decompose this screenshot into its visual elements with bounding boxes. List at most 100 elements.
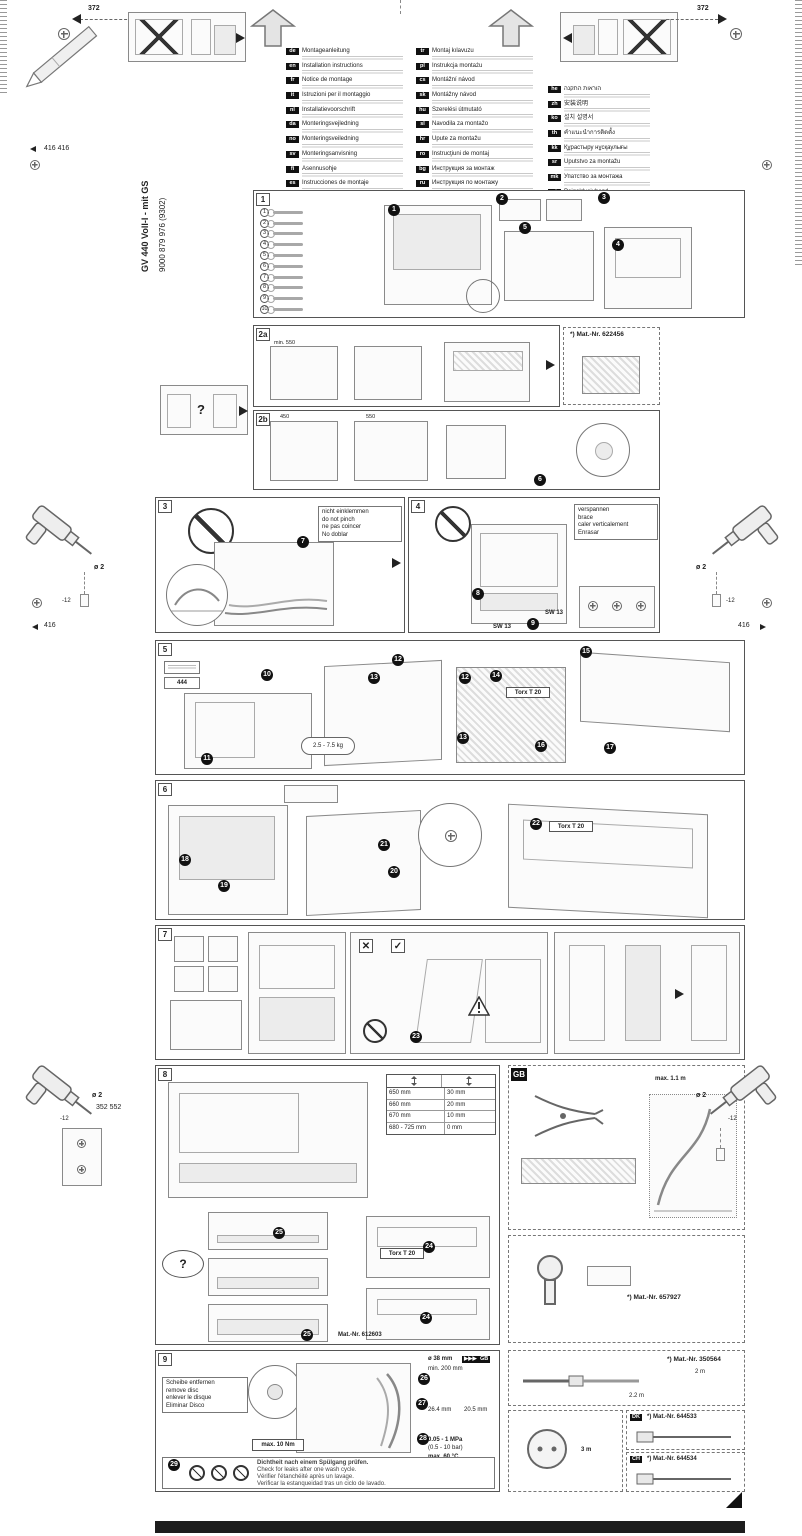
up-arrow-icon xyxy=(488,9,534,47)
len-2-2m: 2.2 m xyxy=(629,1393,645,1399)
mat-nr-657927: *) Mat.-Nr. 657927 xyxy=(627,1294,681,1301)
language-label: Installatievoorschrift xyxy=(302,107,412,120)
question-cloud: ? xyxy=(162,1250,204,1278)
callout-12b: 12 xyxy=(459,672,471,684)
parts-list-item: 1 xyxy=(260,207,378,218)
drill-icon xyxy=(710,1065,777,1115)
page-fold-mark xyxy=(726,1492,742,1508)
parts-list-item: 2 xyxy=(260,218,378,229)
door-sketch xyxy=(480,533,558,587)
union-nut-size-2: 20.5 mm xyxy=(464,1407,488,1413)
question-mark: ? xyxy=(197,402,205,417)
parts-list-item: 9 xyxy=(260,293,378,304)
dim-line-right xyxy=(666,19,718,20)
note-line-en: brace xyxy=(578,514,594,521)
model-code: GV 440 Voll-I - mit GS xyxy=(140,180,150,272)
dk-badge: DK xyxy=(630,1414,642,1421)
dim-550: 550 xyxy=(366,414,376,420)
callout-10: 10 xyxy=(261,669,273,681)
drill-hole xyxy=(80,594,89,607)
step-2b-number: 2b xyxy=(256,413,270,426)
wrench-size-sw13: SW 13 xyxy=(493,624,512,630)
door-gap-subpanel xyxy=(248,932,346,1054)
plinth-rail-sketch xyxy=(170,1000,242,1050)
table-body: 650 mm 30 mm 660 mm 20 mm 670 mm 10 mm 6… xyxy=(387,1088,495,1134)
callout-15: 15 xyxy=(580,646,592,658)
language-code-badge: kk xyxy=(548,144,561,152)
drilling-template-sketch xyxy=(456,667,566,763)
language-label: 安装说明 xyxy=(564,101,658,114)
drill-guide-line xyxy=(84,572,85,594)
cabinet-sketch xyxy=(191,19,211,55)
step-5-panel: 5 444 2.5 - 7.5 kg Torx T 20 xyxy=(155,640,745,775)
drill-guide-left: ø 2 -12 416 xyxy=(18,505,138,637)
parts-list-item: 5 xyxy=(260,250,378,261)
language-label: Instrucţiuni de montaj xyxy=(432,151,542,164)
callout-22: 22 xyxy=(530,818,542,830)
language-label: Monteringsveiledning xyxy=(302,136,412,149)
language-entry: de Montageanleitung xyxy=(286,48,412,61)
language-label: Instrukcja montażu xyxy=(432,63,542,76)
wrong-mark: ✕ xyxy=(359,939,373,953)
dim-450: 450 xyxy=(280,414,290,420)
panel-sketch xyxy=(446,425,506,479)
step-1-number: 1 xyxy=(256,193,270,206)
table-row: 670 mm 10 mm xyxy=(387,1111,495,1123)
drill-guide-left-2: ø 2 352 552 -12 xyxy=(18,1065,148,1192)
language-code-badge: nl xyxy=(286,106,299,114)
language-code-badge: pl xyxy=(416,62,429,70)
max-hose-height: max. 1.1 m xyxy=(655,1076,686,1082)
cabinet-sketch xyxy=(213,394,237,428)
plinth-area-sketch xyxy=(168,1082,368,1198)
dim-352-552: 352 552 xyxy=(96,1104,122,1111)
language-label: Montážny návod xyxy=(432,92,542,105)
part-icon xyxy=(267,273,303,282)
plinth-strip-sketch xyxy=(521,1158,636,1184)
accessory-622456-box: *) Mat.-Nr. 622456 xyxy=(563,327,660,405)
callout-8: 8 xyxy=(472,588,484,600)
dishwasher-front-sketch xyxy=(471,524,567,624)
mat-nr-622456: *) Mat.-Nr. 622456 xyxy=(570,331,624,338)
drill-icon xyxy=(25,505,92,555)
callout-23: 23 xyxy=(410,1031,422,1043)
screw-pack-sketch xyxy=(546,199,582,221)
wall-bracket-sketch xyxy=(62,1128,102,1186)
language-code-badge: he xyxy=(548,86,561,93)
step-4-panel: 4 verspannen brace caler verticalement E… xyxy=(408,497,660,633)
cabinet-sketch xyxy=(354,421,428,481)
leak-check-line-fr: Vérifier l'étanchéité après un lavage. xyxy=(257,1474,354,1480)
plinth-height-table: 650 mm 30 mm 660 mm 20 mm 670 mm 10 mm 6… xyxy=(386,1074,496,1135)
screw-icon xyxy=(762,598,772,608)
language-code-badge: da xyxy=(286,121,299,129)
no-tilt-icon xyxy=(435,506,471,542)
note-line-fr: caler verticalement xyxy=(578,522,629,529)
callout-28: 28 xyxy=(417,1433,429,1445)
language-code-badge: es xyxy=(286,180,299,188)
niche-height-value: 650 mm xyxy=(387,1088,445,1099)
gb-badge: GB xyxy=(511,1068,527,1081)
mat-nr-612603: Mat.-Nr. 612603 xyxy=(338,1332,382,1338)
wrench-size-sw13: SW 13 xyxy=(545,610,564,616)
max-torque-label: max. 10 Nm xyxy=(252,1439,304,1451)
drill-diameter: ø 2 xyxy=(696,564,707,571)
door-panel-sketch xyxy=(580,651,730,733)
mat-nr-350564: *) Mat.-Nr. 350564 xyxy=(667,1356,721,1363)
dim-line-left xyxy=(80,19,132,20)
mains-socket-box: 3 m xyxy=(508,1410,623,1492)
plinth-fixing-detail xyxy=(366,1216,490,1278)
callout-3: 3 xyxy=(598,192,610,204)
callout-13b: 13 xyxy=(457,732,469,744)
drain-hose-path xyxy=(654,1108,732,1212)
plinth-variant-sketch xyxy=(208,1258,328,1296)
worktop-sketch xyxy=(453,351,523,371)
plinth-strip xyxy=(217,1319,319,1335)
language-entry: cs Montážní návod xyxy=(416,77,542,90)
cabinet-config-sketch xyxy=(174,936,204,962)
door-sketch xyxy=(259,997,335,1041)
language-entry: fi Asennusohje xyxy=(286,165,412,179)
callout-1: 1 xyxy=(388,204,400,216)
dim-372-right: 372 xyxy=(697,5,709,12)
bottom-edge-bar xyxy=(155,1521,745,1533)
language-entry: fr Notice de montage xyxy=(286,77,412,90)
door-sketch xyxy=(179,816,275,880)
